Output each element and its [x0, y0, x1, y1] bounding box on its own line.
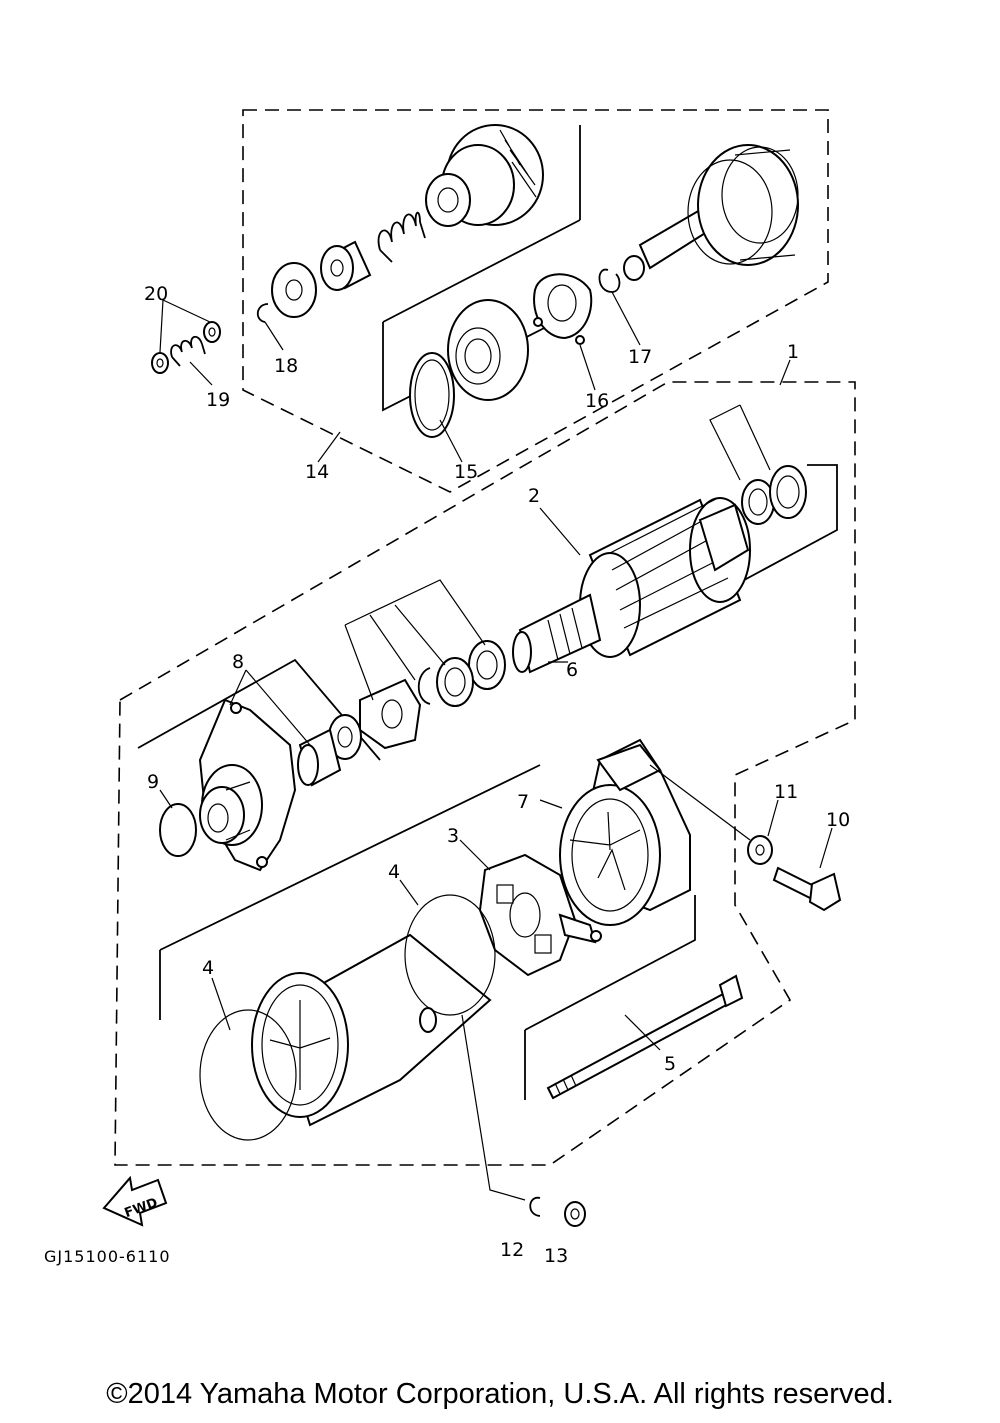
callout-20: 20: [144, 283, 168, 305]
part-8-front-cover: [198, 698, 297, 872]
group-14-boundary: [242, 109, 829, 493]
reference-frame-armature: [682, 464, 838, 614]
leader-17: [611, 291, 641, 346]
part-2-armature: [512, 497, 751, 674]
part-10-bolt: [772, 866, 842, 912]
armature-shims-right: [741, 465, 807, 525]
callout-17: 17: [628, 346, 652, 368]
clutch-washer: [271, 262, 317, 318]
part-4-yoke: [251, 933, 492, 1127]
callout-3: 3: [447, 825, 459, 847]
part-12-clip: [529, 1196, 541, 1217]
callout-4b: 4: [202, 957, 214, 979]
drawing-code: GJ15100-6110: [44, 1247, 171, 1266]
leader-11: [649, 764, 779, 841]
leader-14: [317, 431, 341, 463]
part-13-nut: [564, 1201, 586, 1227]
leader-shims: [709, 404, 771, 481]
part-4-gasket-right: [404, 894, 496, 1016]
armature-washers-left: [417, 640, 506, 707]
part-11-washer: [747, 835, 773, 865]
part-5-through-bolt: [546, 974, 744, 1100]
reference-frame-yoke: [159, 764, 541, 1020]
leader-9: [159, 789, 173, 809]
clutch-shaft-housing: [623, 144, 799, 281]
clutch-bearing: [447, 299, 529, 401]
leader-8: [229, 669, 311, 746]
leader-2: [539, 507, 581, 556]
leader-washers: [344, 579, 486, 701]
part-7-rear-cover: [559, 738, 691, 926]
callout-18: 18: [274, 355, 298, 377]
leader-1: [779, 359, 791, 386]
callout-16: 16: [585, 390, 609, 412]
leader-12: [461, 1014, 526, 1201]
leader-7: [539, 799, 563, 809]
callout-6: 6: [566, 659, 578, 681]
leader-16: [579, 344, 596, 391]
reference-frame-upper: [382, 219, 581, 323]
clutch-collar: [320, 240, 372, 291]
callout-1: 1: [787, 341, 799, 363]
part-19-20-spring-washers: [151, 321, 221, 374]
callout-9: 9: [147, 771, 159, 793]
part-17-clip: [598, 268, 621, 293]
leader-15: [439, 419, 463, 463]
leader-19: [189, 361, 213, 386]
callout-8: 8: [232, 651, 244, 673]
callout-12: 12: [500, 1239, 524, 1261]
part-4-gasket-left: [199, 1009, 297, 1141]
callout-7: 7: [517, 791, 529, 813]
callout-11: 11: [774, 781, 798, 803]
part-16-stopper-plate: [533, 273, 593, 345]
callout-19: 19: [206, 389, 230, 411]
part-3-brush-holder: [478, 853, 602, 977]
callout-10: 10: [826, 809, 850, 831]
part-9-o-ring: [159, 803, 197, 857]
clutch-spring: [377, 211, 426, 263]
leader-5: [624, 1014, 661, 1051]
leader-4-right: [399, 879, 419, 906]
part-18-clip: [256, 303, 269, 323]
callout-14: 14: [305, 461, 329, 483]
brush-plate-stopper: [359, 678, 422, 750]
leader-20: [159, 299, 211, 353]
leader-10: [819, 827, 833, 869]
fwd-direction-arrow: FWD: [102, 1175, 168, 1227]
callout-2: 2: [528, 485, 540, 507]
callout-5: 5: [664, 1053, 676, 1075]
callout-13: 13: [544, 1245, 568, 1267]
leader-3: [459, 839, 491, 871]
reference-frame-bolt: [524, 895, 696, 1100]
copyright-notice: ©2014 Yamaha Motor Corporation, U.S.A. A…: [106, 1378, 894, 1410]
clutch-pinion-gear: [425, 124, 544, 227]
leader-18: [264, 321, 284, 351]
part-15-ring: [409, 352, 455, 438]
callout-4a: 4: [388, 861, 400, 883]
needle-bearing: [297, 728, 342, 787]
leader-4-left: [211, 977, 231, 1031]
callout-15: 15: [454, 461, 478, 483]
group-1-boundary: [114, 381, 856, 1166]
